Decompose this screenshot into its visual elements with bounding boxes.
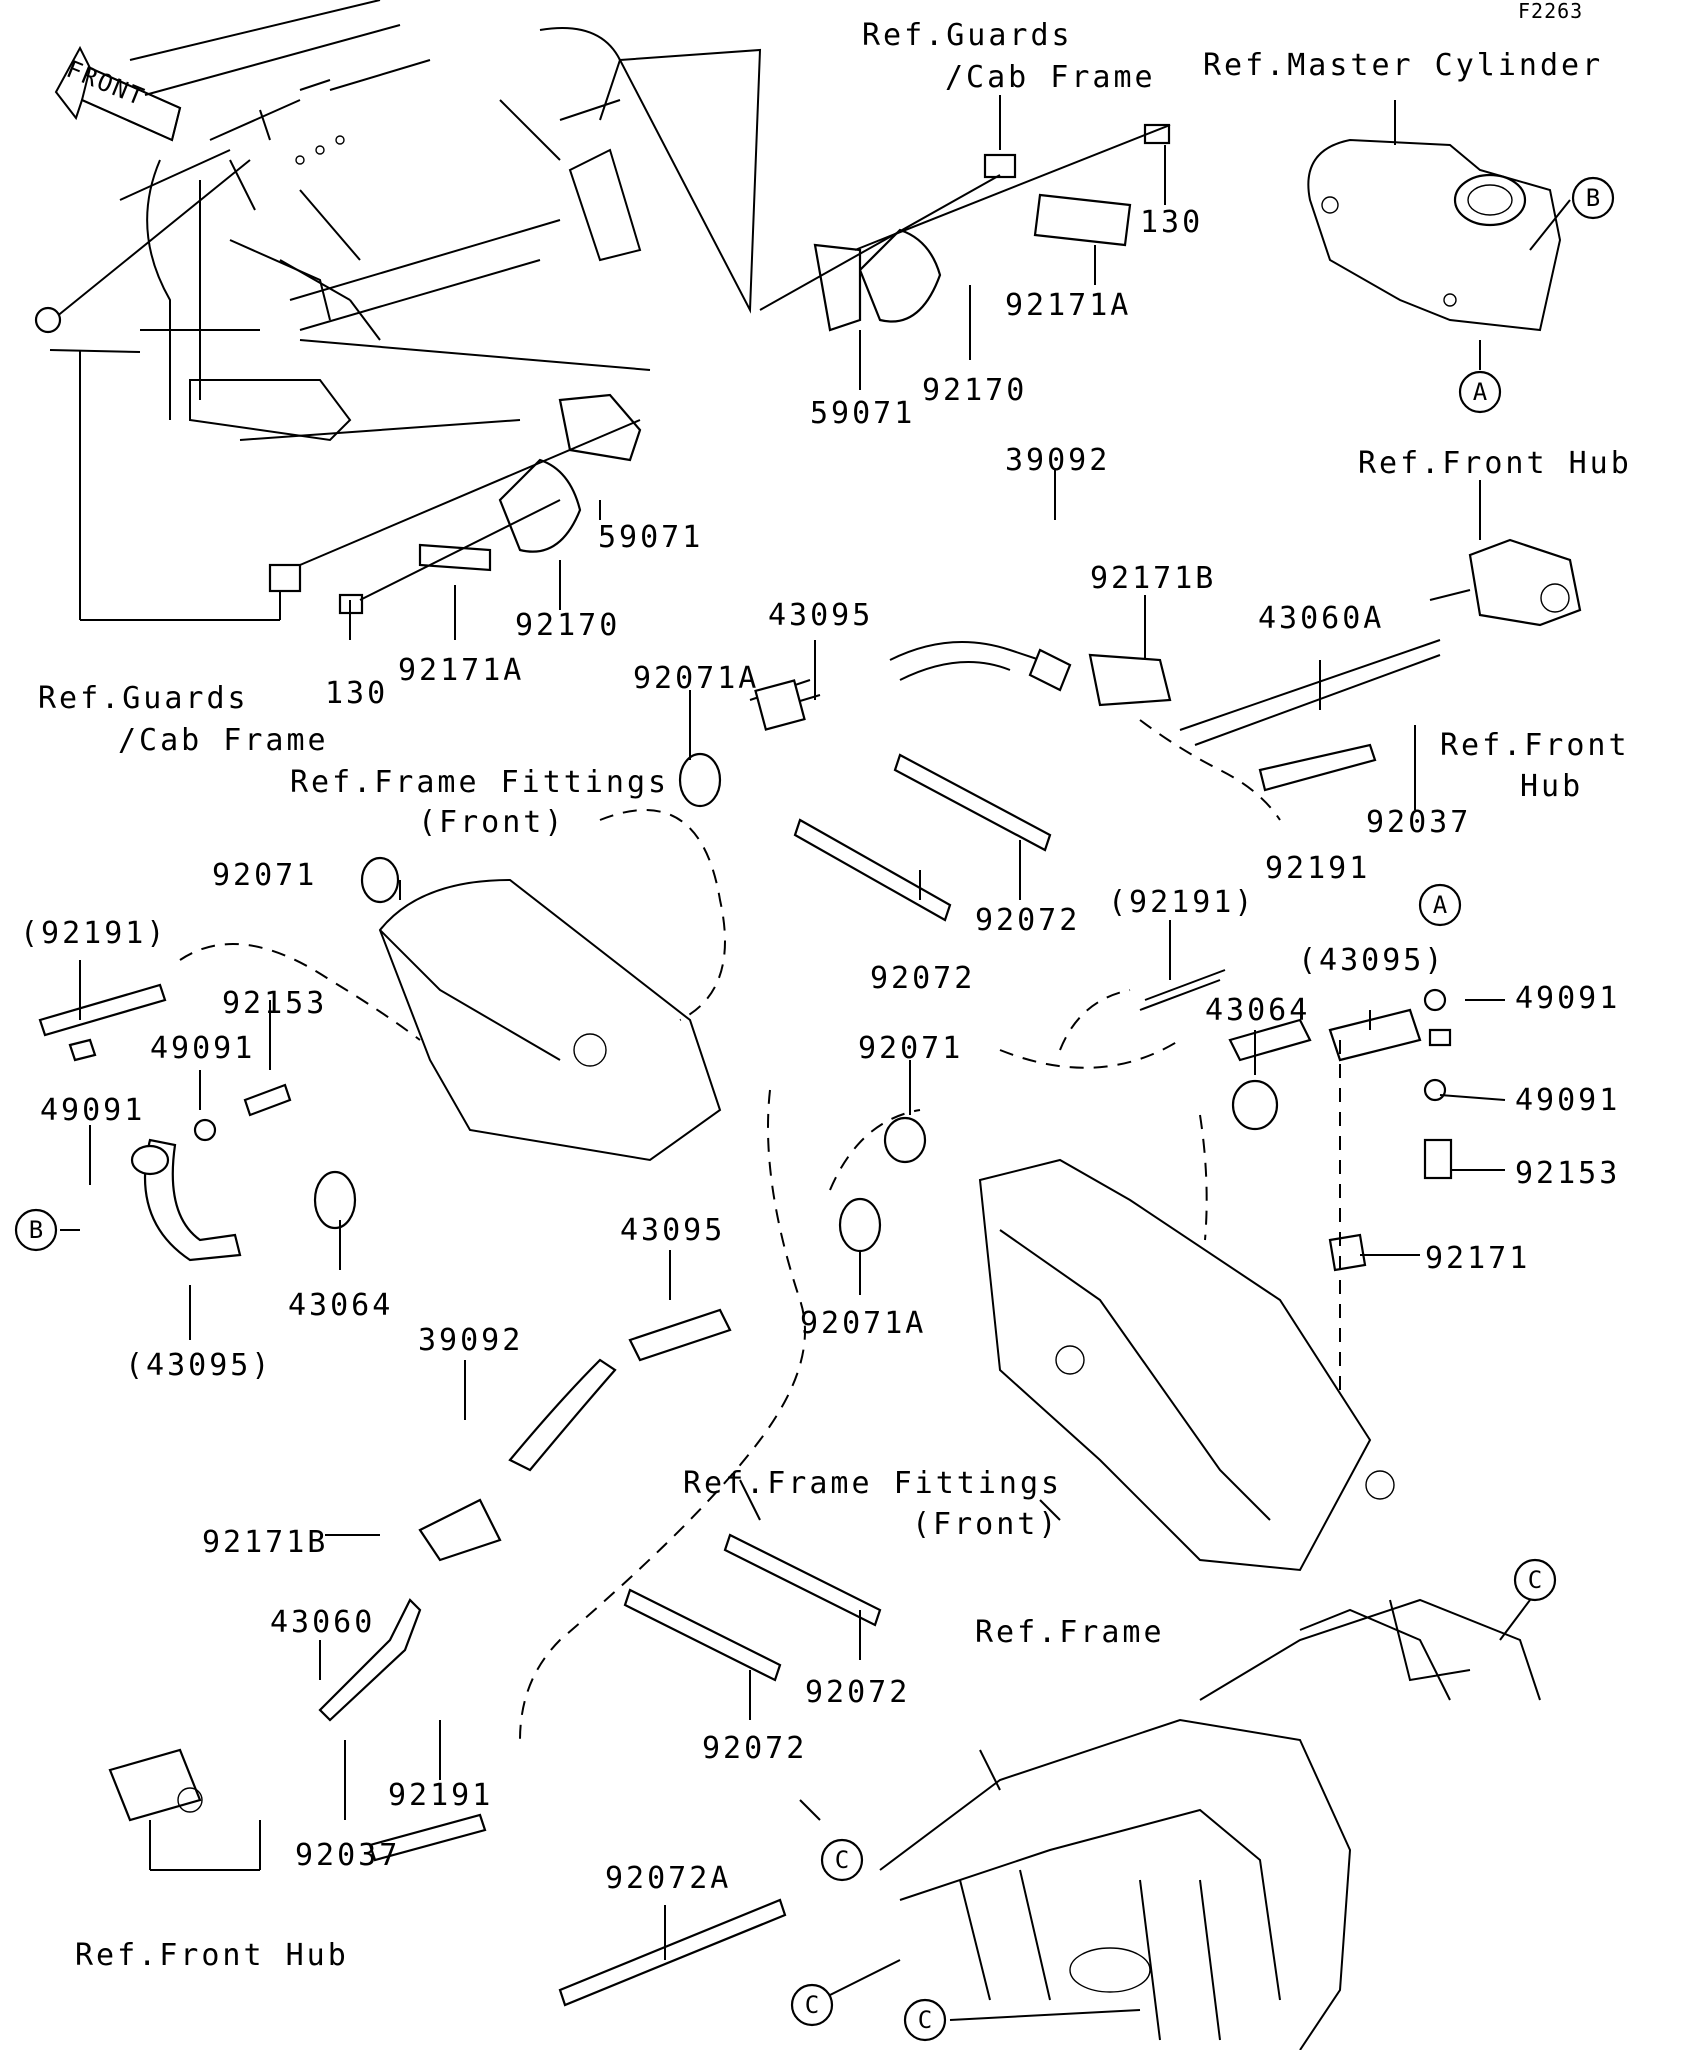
callout-c-right: C xyxy=(1513,1558,1557,1602)
callout-a-top-label: A xyxy=(1473,378,1488,406)
frame-drawing xyxy=(879,1598,1541,2050)
part-92170-top: 92170 xyxy=(922,373,1027,408)
routing-dashed-lines xyxy=(179,719,1341,1741)
part-number-labels: 130 92171A 92170 59071 59071 92170 130 9… xyxy=(20,205,1620,1896)
front-hub-right-drawing xyxy=(1429,480,1582,627)
brake-hoses xyxy=(38,639,1453,1862)
part-92153-left: 92153 xyxy=(222,986,327,1021)
part-92171b-top: 92171B xyxy=(1090,561,1216,596)
ref-frame-fittings-top-line2: (Front) xyxy=(418,805,565,840)
part-43060: 43060 xyxy=(270,1605,375,1640)
leader-lines xyxy=(60,95,1571,2021)
callout-c-frame-b: C xyxy=(903,1998,947,2042)
callout-c-frame-a-label: C xyxy=(805,1991,819,2019)
part-92071-mid: 92071 xyxy=(858,1031,963,1066)
part-49091-right-a: 49091 xyxy=(1515,981,1620,1016)
part-92191-mid: (92191) xyxy=(1108,885,1255,920)
part-92072-d: 92072 xyxy=(702,1731,807,1766)
guard-frame-drawing xyxy=(34,0,762,442)
callout-b-top: B xyxy=(1571,176,1615,220)
callout-b-left: B xyxy=(14,1208,58,1252)
part-92191-right: 92191 xyxy=(1265,851,1370,886)
callout-c-tie: C xyxy=(820,1838,864,1882)
part-130-top: 130 xyxy=(1140,205,1203,240)
part-43060a: 43060A xyxy=(1258,601,1384,636)
part-92072-c: 92072 xyxy=(805,1675,910,1710)
part-43064-left: 43064 xyxy=(288,1288,393,1323)
part-59071-left: 59071 xyxy=(598,520,703,555)
ref-front-hub-right2-line1: Ref.Front xyxy=(1440,728,1630,763)
callout-b-left-label: B xyxy=(29,1216,43,1244)
left-bracket-hardware xyxy=(268,393,642,615)
part-92191-bottom: 92191 xyxy=(388,1778,493,1813)
ref-guards-top-line2: /Cab Frame xyxy=(945,60,1156,95)
callout-c-frame-b-label: C xyxy=(918,2006,932,2034)
ref-frame-fittings-bottom-line1: Ref.Frame Fittings xyxy=(683,1466,1062,1501)
part-92037-right: 92037 xyxy=(1366,805,1471,840)
part-43095-top: 43095 xyxy=(768,598,873,633)
ref-guards-left-line1: Ref.Guards xyxy=(38,681,249,716)
ref-frame: Ref.Frame xyxy=(975,1615,1165,1650)
part-92071a-top: 92071A xyxy=(633,661,759,696)
ref-frame-fittings-bottom-line2: (Front) xyxy=(912,1507,1059,1542)
part-92171b-bottom: 92171B xyxy=(202,1525,328,1560)
part-59071-top: 59071 xyxy=(810,396,915,431)
part-92072-b: 92072 xyxy=(870,961,975,996)
top-bracket-hardware xyxy=(759,123,1171,332)
ref-guards-left-line2: /Cab Frame xyxy=(118,723,329,758)
diagram-code: F2263 xyxy=(1518,0,1583,23)
ref-front-hub-right: Ref.Front Hub xyxy=(1358,446,1632,481)
part-92171a-left: 92171A xyxy=(398,653,524,688)
part-39092-top: 39092 xyxy=(1005,443,1110,478)
ref-front-hub-right2-line2: Hub xyxy=(1520,769,1583,804)
part-43095-left: (43095) xyxy=(125,1348,272,1383)
part-92072-a: 92072 xyxy=(975,903,1080,938)
front-arrow-label: FRONT xyxy=(63,55,150,112)
ref-master-cylinder: Ref.Master Cylinder xyxy=(1203,48,1603,83)
part-92171-right: 92171 xyxy=(1425,1241,1530,1276)
part-92170-left: 92170 xyxy=(515,608,620,643)
ref-guards-top-line1: Ref.Guards xyxy=(862,18,1073,53)
callout-a-right-label: A xyxy=(1433,891,1448,919)
part-92171a-top: 92171A xyxy=(1005,288,1131,323)
part-49091-left-a: 49091 xyxy=(150,1031,255,1066)
callout-c-right-label: C xyxy=(1528,1566,1542,1594)
frame-fittings-drawing xyxy=(378,878,1395,1572)
cable-ties xyxy=(558,753,1052,2007)
part-43095-right: (43095) xyxy=(1298,943,1445,978)
part-92072a: 92072A xyxy=(605,1861,731,1896)
callout-a-top: A xyxy=(1458,370,1502,414)
callout-c-tie-label: C xyxy=(835,1846,849,1874)
master-cylinder-drawing xyxy=(1307,100,1562,332)
part-92071a-mid: 92071A xyxy=(800,1306,926,1341)
part-43095-mid: 43095 xyxy=(620,1213,725,1248)
part-92153-right: 92153 xyxy=(1515,1156,1620,1191)
part-130-left: 130 xyxy=(325,676,388,711)
part-92071-left: 92071 xyxy=(212,858,317,893)
ref-frame-fittings-top-line1: Ref.Frame Fittings xyxy=(290,765,669,800)
front-arrow-icon: FRONT xyxy=(54,45,182,142)
callout-c-frame-a: C xyxy=(790,1983,834,2027)
part-39092-mid: 39092 xyxy=(418,1323,523,1358)
reference-labels: Ref.Guards /Cab Frame Ref.Master Cylinde… xyxy=(38,18,1632,1973)
part-92191-left: (92191) xyxy=(20,916,167,951)
ref-front-hub-bottom: Ref.Front Hub xyxy=(75,1938,349,1973)
callout-a-right: A xyxy=(1418,883,1462,927)
part-49091-right-b: 49091 xyxy=(1515,1083,1620,1118)
part-92037-bottom: 92037 xyxy=(295,1838,400,1873)
callout-b-top-label: B xyxy=(1586,184,1600,212)
part-43064-right: 43064 xyxy=(1205,993,1310,1028)
part-49091-left-b: 49091 xyxy=(40,1093,145,1128)
